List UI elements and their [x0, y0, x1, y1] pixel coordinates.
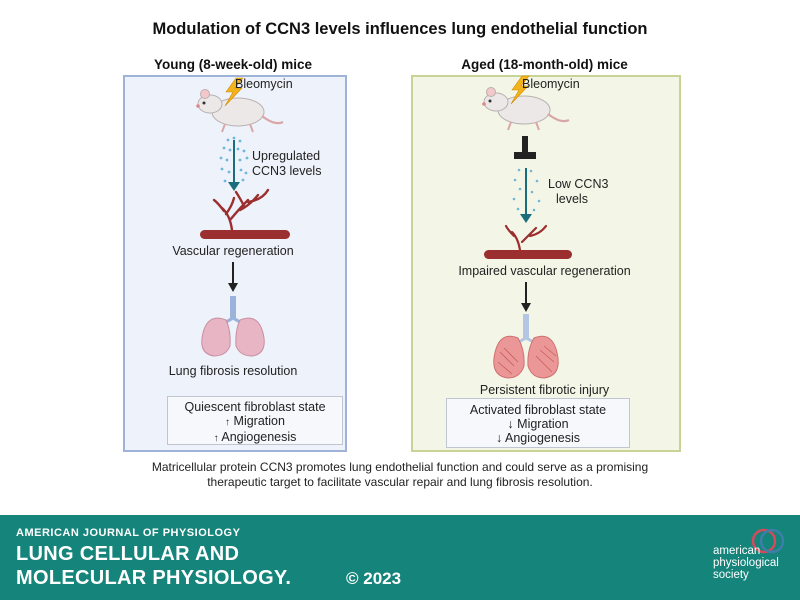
aged-angiogenesis-row: ↓ Angiogenesis: [447, 431, 629, 445]
mouse-icon: [196, 89, 284, 133]
blood-vessel-icon: [200, 188, 290, 239]
figure-caption: Matricellular protein CCN3 promotes lung…: [60, 460, 740, 490]
aps-logo-icon: [751, 528, 785, 554]
up-arrow-icon: ↑: [213, 433, 219, 444]
society-line-1: american: [713, 545, 761, 557]
aged-panel: [411, 75, 681, 452]
young-vascular-label: Vascular regeneration: [172, 244, 294, 258]
copyright-text: © 2023: [346, 569, 402, 588]
mouse-icon: [482, 87, 570, 131]
caption-line-1: Matricellular protein CCN3 promotes lung…: [151, 460, 649, 474]
young-illustrations: [196, 77, 290, 357]
journal-title-line2: MOLECULAR PHYSIOLOGY.: [16, 567, 292, 589]
aged-migration-row: ↓ Migration: [447, 417, 629, 431]
figure-title: Modulation of CCN3 levels influences lun…: [152, 20, 648, 38]
young-angiogenesis-label: Angiogenesis: [221, 430, 297, 444]
aged-fibroblast-box: Activated fibroblast state ↓ Migration ↓…: [446, 398, 630, 448]
inhibit-icon: [514, 136, 536, 159]
society-line-3: society: [713, 569, 749, 581]
aged-ccn3-line1: Low CCN3: [548, 177, 609, 191]
caption-line-2: therapeutic target to facilitate vascula…: [207, 475, 593, 489]
blood-vessel-icon: [484, 224, 572, 259]
lightning-icon: [510, 75, 530, 105]
ccn3-particles-icon: [219, 136, 249, 183]
journal-title-line1: LUNG CELLULAR AND: [16, 543, 240, 565]
journal-footer: [0, 515, 800, 600]
up-arrow-icon: ↑: [225, 417, 231, 428]
down-arrow-icon: ↓: [495, 431, 503, 445]
aged-ccn3-line2: levels: [556, 192, 588, 206]
society-line-2: physiological: [713, 557, 779, 569]
down-arrow-icon: ↓: [507, 417, 514, 431]
aged-bleomycin-label: Bleomycin: [522, 77, 580, 91]
young-bleomycin-label: Bleomycin: [235, 77, 293, 91]
aged-migration-label: Migration: [517, 417, 569, 431]
aged-heading: Aged (18-month-old) mice: [461, 57, 628, 72]
young-migration-label: Migration: [233, 414, 285, 428]
journal-series-name: AMERICAN JOURNAL OF PHYSIOLOGY: [16, 527, 241, 539]
aged-illustrations: [482, 75, 572, 379]
young-angiogenesis-row: ↑ Angiogenesis: [168, 430, 342, 446]
lungs-icon: [493, 314, 559, 379]
young-ccn3-line1: Upregulated: [252, 149, 321, 163]
young-fibroblast-box: Quiescent fibroblast state ↑ Migration ↑…: [167, 396, 343, 445]
aged-fibroblast-state: Activated fibroblast state: [469, 403, 607, 417]
young-migration-row: ↑ Migration: [168, 414, 342, 430]
ccn3-particles-icon: [512, 168, 541, 212]
aged-angiogenesis-label: Angiogenesis: [504, 431, 581, 445]
young-lung-label: Lung fibrosis resolution: [168, 364, 298, 378]
young-ccn3-line2: CCN3 levels: [252, 164, 322, 178]
lungs-icon: [201, 296, 265, 357]
lightning-icon: [224, 77, 244, 107]
aged-lung-label: Persistent fibrotic injury: [479, 383, 610, 397]
young-fibroblast-state: Quiescent fibroblast state: [184, 400, 326, 414]
aged-vascular-label: Impaired vascular regeneration: [458, 264, 631, 278]
society-name: american physiological society: [713, 545, 779, 581]
young-heading: Young (8-week-old) mice: [153, 57, 313, 72]
